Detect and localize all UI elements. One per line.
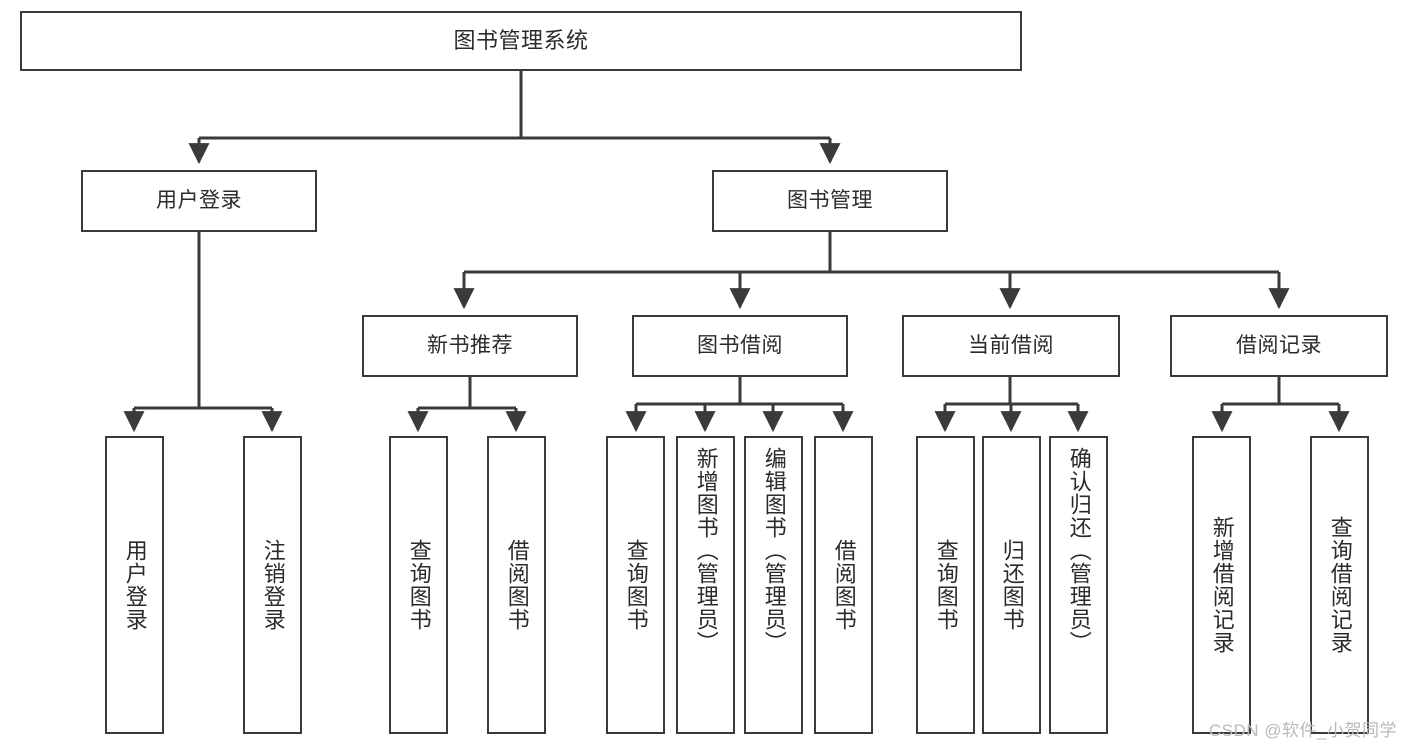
node-label: 图书管理系统 (453, 28, 589, 54)
node-label: 归还图书 (999, 539, 1025, 631)
node-label: 图书借阅 (697, 333, 783, 357)
node-label: 当前借阅 (968, 333, 1054, 357)
leaf-edit-book-admin[interactable]: 编辑图书（管理员） (744, 436, 803, 734)
node-label: 注销登录 (260, 539, 286, 631)
node-current-borrow[interactable]: 当前借阅 (902, 315, 1120, 377)
node-root-book-management-system[interactable]: 图书管理系统 (20, 11, 1022, 71)
leaf-user-login[interactable]: 用户登录 (105, 436, 164, 734)
node-label: 查询图书 (623, 539, 649, 631)
node-label: 借阅记录 (1236, 333, 1322, 357)
leaf-query-book-current[interactable]: 查询图书 (916, 436, 975, 734)
node-label: 新增借阅记录 (1209, 516, 1235, 654)
node-user-login[interactable]: 用户登录 (81, 170, 317, 232)
node-label: 新增图书（管理员） (693, 447, 719, 654)
leaf-query-borrow-record[interactable]: 查询借阅记录 (1310, 436, 1369, 734)
node-label: 图书管理 (787, 188, 873, 212)
node-new-book-recommend[interactable]: 新书推荐 (362, 315, 578, 377)
leaf-confirm-return-admin[interactable]: 确认归还（管理员） (1049, 436, 1108, 734)
leaf-query-book-borrow[interactable]: 查询图书 (606, 436, 665, 734)
leaf-return-book[interactable]: 归还图书 (982, 436, 1041, 734)
node-label: 用户登录 (156, 188, 242, 212)
csdn-watermark: CSDN @软件_小贺同学 (1208, 721, 1397, 740)
node-borrow-record[interactable]: 借阅记录 (1170, 315, 1388, 377)
leaf-borrow-book[interactable]: 借阅图书 (814, 436, 873, 734)
node-label: 借阅图书 (831, 539, 857, 631)
leaf-add-borrow-record[interactable]: 新增借阅记录 (1192, 436, 1251, 734)
node-book-management[interactable]: 图书管理 (712, 170, 948, 232)
node-label: 用户登录 (122, 539, 148, 631)
node-label: 查询借阅记录 (1327, 516, 1353, 654)
leaf-logout[interactable]: 注销登录 (243, 436, 302, 734)
node-label: 新书推荐 (427, 333, 513, 357)
leaf-query-book-recommend[interactable]: 查询图书 (389, 436, 448, 734)
node-label: 确认归还（管理员） (1066, 447, 1092, 654)
node-book-borrow[interactable]: 图书借阅 (632, 315, 848, 377)
leaf-add-book-admin[interactable]: 新增图书（管理员） (676, 436, 735, 734)
node-label: 查询图书 (933, 539, 959, 631)
leaf-borrow-book-recommend[interactable]: 借阅图书 (487, 436, 546, 734)
node-label: 查询图书 (406, 539, 432, 631)
node-label: 编辑图书（管理员） (761, 447, 787, 654)
node-label: 借阅图书 (504, 539, 530, 631)
